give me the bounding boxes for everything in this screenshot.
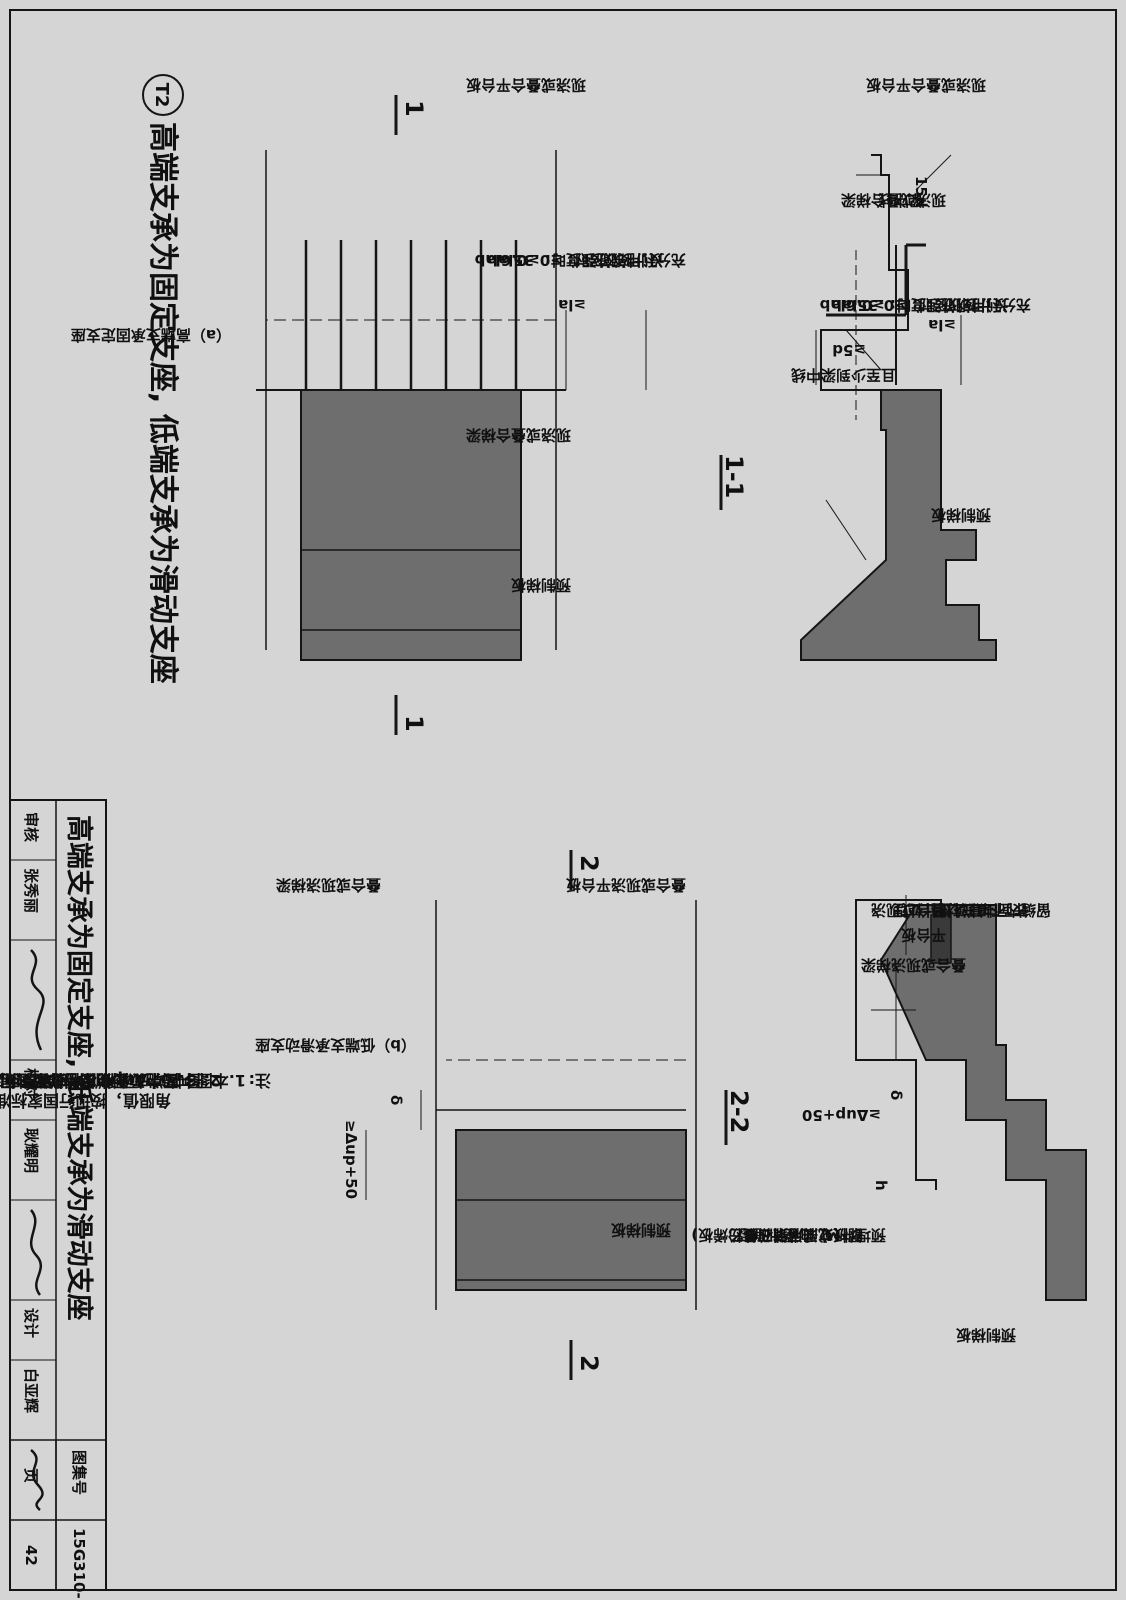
label-slab-2: 平台板 [900, 926, 946, 944]
caption-b: （b）低端支承滑动支座 [255, 1036, 416, 1054]
label-du: ≥Δup+50 [342, 1120, 360, 1199]
label-gap-note-1: 留缝内不填充材料 [931, 901, 1051, 919]
label-slab: 现浇或叠合平台板 [465, 76, 586, 94]
notes: 注: 1.本图中高端支承和低端支承节点应配套使用。 2.图中δ为预制梯板与梯梁之… [0, 1071, 271, 1110]
label-delta: δ [387, 1095, 405, 1105]
atlas-no: 15G310-1 [70, 1528, 88, 1600]
caption-a: （a）高端支承固定支座 [71, 326, 231, 344]
embedded-plate [930, 914, 952, 964]
cut-label-top: 1 [400, 100, 428, 117]
check-label: 校对 [22, 1068, 40, 1098]
designer-name: 白亚辉 [22, 1368, 40, 1413]
checker-name: 耿耀明 [22, 1128, 40, 1173]
label-precast-stair: 预制梯板 [930, 506, 991, 524]
cut-label-bottom: 2 [575, 1355, 603, 1372]
label-embed-3: (或采用聚四氟乙烯板) [691, 1226, 840, 1244]
label-to-centerline: 且至少到梁中线 [791, 366, 896, 384]
note-3-cont: 角限值，按现行国家标准GB50011确定；hs为梯段高度。 [0, 1091, 171, 1110]
label-15d: 15d [912, 176, 930, 208]
label-la: ≥la [558, 296, 586, 314]
section-1-1: 现浇或叠合平台板 现浇或叠合梯梁 梁中线 15d ≥la ≥5d 且至少到梁中线… [719, 76, 1031, 661]
label-stair-beam: 现浇或叠合梯梁 [465, 426, 571, 444]
leader [825, 499, 867, 561]
label-slab: 叠合或现浇平台板 [565, 876, 686, 894]
beam-outline [855, 899, 942, 1190]
designer-signature [30, 1449, 44, 1511]
page-no: 42 [22, 1545, 40, 1566]
page-label: 页 [22, 1468, 40, 1483]
leader [915, 154, 952, 191]
label-req-full: 充分利用钢筋强度时: ≥0.6lab [819, 296, 1031, 314]
label-stair-beam: 叠合或现浇梯梁 [860, 956, 966, 974]
drawing-title-text: 高端支承为固定支座, 低端支承为滑动支座 [145, 122, 180, 684]
note-3: 3.图中Δup为结构弹塑性层间位移，Δup=θphs，θp为结构弹塑性层间位移 [0, 1071, 196, 1090]
label-slab-1: 叠合或现浇 [871, 901, 946, 919]
label-delta: δ [887, 1090, 905, 1100]
note-4: 4.图中h为挑耳厚度，由设计确定，且不小于梯板厚度。 [0, 1071, 146, 1090]
label-stair-beam: 叠合或现浇梯梁 [275, 876, 381, 894]
label-la: ≥la [928, 316, 956, 334]
title-block-frame [9, 799, 107, 1591]
label-du: ≥Δup+50 [802, 1106, 881, 1124]
drawing-title: T2 高端支承为固定支座, 低端支承为滑动支座 [142, 74, 184, 684]
drawing-code-circle [142, 74, 184, 116]
label-stair-beam: 现浇或叠合梯梁 [840, 191, 946, 209]
label-5d: ≥5d [832, 341, 866, 359]
reviewer-signature [30, 949, 45, 1051]
design-label: 设计 [22, 1308, 40, 1338]
label-beam-centerline: 梁中线 [878, 191, 924, 209]
title-block: 高端支承为固定支座, 低端支承为滑动支座 图集号 15G310-1 页 42 审… [9, 799, 107, 1600]
section-label: 1-1 [720, 455, 748, 498]
label-req-hinge: 设计按铰接时: ≥0.35lab [831, 296, 1008, 314]
label-slab: 现浇或叠合平台板 [865, 76, 986, 94]
notes-heading: 注: [249, 1071, 271, 1090]
label-precast-stair: 预制梯板 [955, 1326, 1016, 1344]
reviewer-name: 张秀丽 [22, 868, 40, 913]
review-label: 审核 [22, 812, 40, 842]
precast-stair-plan [455, 1129, 687, 1291]
plan-a: 1 1 现浇或叠合平台板 ≥la 充分利用钢筋强度时: ≥0.6lab 设计按铰… [71, 76, 686, 735]
atlas-label: 图集号 [70, 1450, 88, 1495]
leader [845, 329, 882, 371]
plan-b: 2 2 叠合或现浇平台板 叠合或现浇梯梁 δ ≥Δup+50 预制梯板 （b）低… [255, 850, 697, 1380]
precast-stair-slab [800, 389, 997, 661]
label-gap-note-2: 表面由建筑设计处理 [893, 901, 1028, 919]
section-2-2: 留缝内不填充材料 表面由建筑设计处理 叠合或现浇 平台板 叠合或现浇梯梁 δ ≥… [691, 895, 1087, 1344]
label-precast-stair: 预制梯板 [510, 576, 571, 594]
label-req-hinge: 设计按铰接时: ≥0.35lab [487, 251, 664, 269]
checker-signature [29, 1209, 43, 1296]
drawing-code: T2 [151, 83, 172, 108]
precast-stair-slab [879, 904, 1087, 1301]
label-embed-1: 预埋件M, 由设计确定 [740, 1226, 886, 1244]
title-block-title: 高端支承为固定支座, 低端支承为滑动支座 [63, 815, 95, 1321]
label-precast-stair: 预制梯板 [610, 1221, 671, 1239]
cut-label-top: 2 [575, 855, 603, 872]
beam-outline [820, 154, 909, 391]
label-embed-2: 钢板之间满铺石墨粉 [728, 1226, 863, 1244]
label-h: h [872, 1180, 890, 1191]
cut-label-bottom: 1 [400, 715, 428, 732]
note-1: 1.本图中高端支承和低端支承节点应配套使用。 [0, 1071, 246, 1090]
section-label: 2-2 [725, 1090, 753, 1133]
label-req-full: 充分利用钢筋强度时: ≥0.6lab [474, 251, 686, 269]
